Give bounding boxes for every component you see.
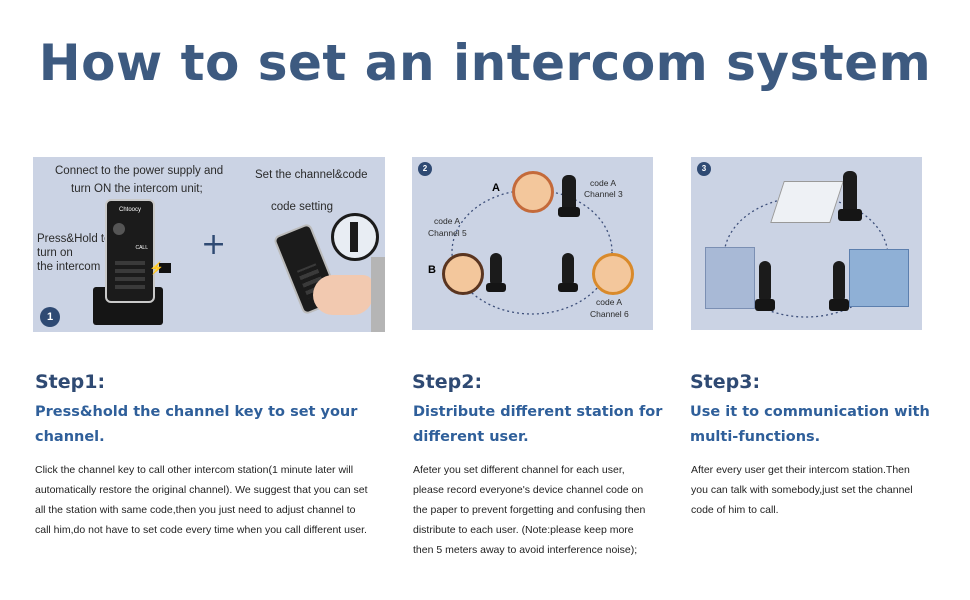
station-b-code: code A xyxy=(434,216,460,226)
call-key: CALL xyxy=(135,245,148,251)
press-hold-line1: Press&Hold to xyxy=(37,233,111,245)
press-hold-line3: the intercom xyxy=(37,261,101,273)
station-c-base xyxy=(558,283,578,292)
station-a-base xyxy=(558,207,580,217)
plus-icon: + xyxy=(201,227,227,262)
user-a-avatar xyxy=(512,171,554,213)
station-b-handset xyxy=(490,253,502,287)
step2-subtitle-line2: different user. xyxy=(413,429,529,445)
step3-subtitle-line1: Use it to communication with xyxy=(690,404,930,420)
user-a-label: A xyxy=(492,182,500,194)
workstation-icon xyxy=(849,249,909,307)
step2-body-line: distribute to each user. (Note:please ke… xyxy=(413,524,634,536)
power-instruction-line2: turn ON the intercom unit; xyxy=(71,183,203,195)
step1-subtitle-line2: channel. xyxy=(35,429,105,445)
step-badge-1: 1 xyxy=(40,307,60,327)
user-b-avatar xyxy=(442,253,484,295)
step3-subtitle-line2: multi-functions. xyxy=(690,429,821,445)
step3-body-line: After every user get their intercom stat… xyxy=(691,464,910,476)
step1-body: Click the channel key to call other inte… xyxy=(35,460,368,540)
power-plug-icon xyxy=(159,263,171,273)
station-bedroom-base xyxy=(755,299,775,311)
station-a-handset xyxy=(562,175,576,213)
sleeve-icon xyxy=(371,257,385,332)
brand-label: Chtoocy xyxy=(118,207,141,213)
step3-illustration: 3 xyxy=(691,157,922,330)
page-title: How to set an intercom system xyxy=(38,34,932,92)
set-channel-line2: code setting xyxy=(271,201,334,213)
step1-body-line: Click the channel key to call other inte… xyxy=(35,464,354,476)
step1-body-line: all the station with same code,then you … xyxy=(35,504,356,516)
hand-icon xyxy=(313,275,373,315)
step3-body: After every user get their intercom stat… xyxy=(691,460,913,520)
step1-body-line: call him,do not have to set code every t… xyxy=(35,524,367,536)
step2-title: Step2: xyxy=(412,371,483,393)
station-office-handset xyxy=(843,171,857,215)
step2-body-line: the paper to prevent forgetting and conf… xyxy=(413,504,646,516)
user-c-avatar xyxy=(592,253,634,295)
station-bedroom-handset xyxy=(759,261,771,303)
station-c-handset xyxy=(562,253,574,287)
step2-body-line: Afeter you set different channel for eac… xyxy=(413,464,625,476)
power-instruction-line1: Connect to the power supply and xyxy=(55,165,224,177)
station-a-code: code A xyxy=(590,178,616,188)
step2-body: Afeter you set different channel for eac… xyxy=(413,460,645,560)
station-b-channel: Channel 5 xyxy=(428,228,467,238)
press-hold-line2: turn on xyxy=(37,247,73,259)
step-badge-2: 2 xyxy=(418,162,432,176)
station-workstation-base xyxy=(829,299,849,311)
step-badge-3: 3 xyxy=(697,162,711,176)
step2-body-line: then 5 meters away to avoid interference… xyxy=(413,544,638,556)
lightning-icon: ⚡ xyxy=(149,261,164,275)
set-channel-line1: Set the channel&code xyxy=(255,169,368,181)
step2-subtitle-line1: Distribute different station for xyxy=(413,404,663,420)
station-a-channel: Channel 3 xyxy=(584,189,623,199)
station-c-channel: Channel 6 xyxy=(590,309,629,319)
bedroom-icon xyxy=(705,247,755,309)
step1-body-line: automatically restore the original chann… xyxy=(35,484,368,496)
user-b-label: B xyxy=(428,264,436,276)
station-office-base xyxy=(838,209,862,221)
step1-illustration: Connect to the power supply and turn ON … xyxy=(33,157,385,332)
step1-subtitle-line1: Press&hold the channel key to set your xyxy=(35,404,358,420)
step1-title: Step1: xyxy=(35,371,106,393)
station-c-code: code A xyxy=(596,297,622,307)
step3-body-line: code of him to call. xyxy=(691,504,779,516)
station-workstation-handset xyxy=(833,261,845,303)
intercom-handset: Chtoocy CALL xyxy=(105,199,155,303)
step2-body-line: please record everyone's device channel … xyxy=(413,484,644,496)
station-b-base xyxy=(486,283,506,292)
step2-illustration: 2 A code A Channel 3 code A Channel 5 B … xyxy=(412,157,653,330)
step3-title: Step3: xyxy=(690,371,761,393)
step3-body-line: you can talk with somebody,just set the … xyxy=(691,484,913,496)
zoom-circle-icon xyxy=(331,213,379,261)
